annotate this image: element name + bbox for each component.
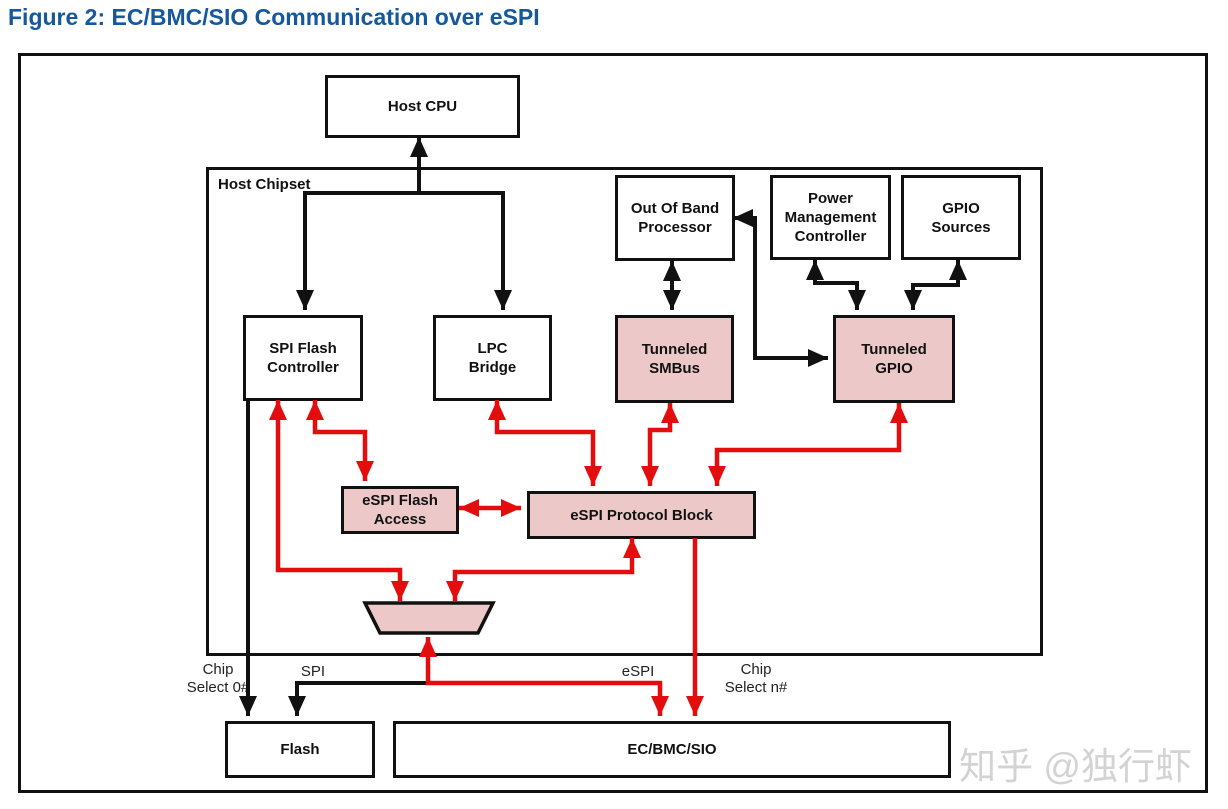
block-label: Tunneled SMBus — [641, 341, 708, 377]
bus-label-spi: SPI — [300, 663, 326, 680]
bus-label-chip-select-0: Chip Select 0# — [186, 661, 250, 696]
figure-border: Host Chipset Host CPU Out Of Band Proces… — [18, 53, 1208, 793]
block-label: eSPI Flash Access — [362, 492, 438, 528]
block-tunneled-gpio: Tunneled GPIO — [833, 315, 955, 403]
block-spi-flash-controller: SPI Flash Controller — [243, 315, 363, 401]
bus-label-espi: eSPI — [621, 663, 655, 680]
block-label: Flash — [280, 741, 320, 758]
block-label: EC/BMC/SIO — [627, 741, 717, 758]
block-lpc-bridge: LPC Bridge — [433, 315, 552, 401]
block-label: Out Of Band Processor — [630, 200, 720, 236]
block-flash: Flash — [225, 721, 375, 778]
block-label: Power Management Controller — [784, 190, 877, 245]
watermark: 知乎 @独行虾 — [959, 746, 1192, 787]
block-power-management-controller: Power Management Controller — [770, 175, 891, 260]
block-espi-protocol-block: eSPI Protocol Block — [527, 491, 756, 539]
block-host-cpu: Host CPU — [325, 75, 520, 138]
host-chipset-label: Host Chipset — [218, 176, 311, 193]
block-label: LPC Bridge — [468, 340, 517, 376]
block-out-of-band-processor: Out Of Band Processor — [615, 175, 735, 261]
block-gpio-sources: GPIO Sources — [901, 175, 1021, 260]
block-espi-flash-access: eSPI Flash Access — [341, 486, 459, 534]
bus-label-chip-select-n: Chip Select n# — [724, 661, 788, 696]
block-label: eSPI Protocol Block — [570, 506, 713, 524]
block-label: SPI Flash Controller — [267, 340, 339, 376]
figure-title: Figure 2: EC/BMC/SIO Communication over … — [8, 4, 540, 30]
block-ec-bmc-sio: EC/BMC/SIO — [393, 721, 951, 778]
block-label: Host CPU — [387, 98, 458, 115]
block-tunneled-smbus: Tunneled SMBus — [615, 315, 734, 403]
block-label: GPIO Sources — [931, 199, 991, 236]
block-label: Tunneled GPIO — [861, 341, 927, 377]
